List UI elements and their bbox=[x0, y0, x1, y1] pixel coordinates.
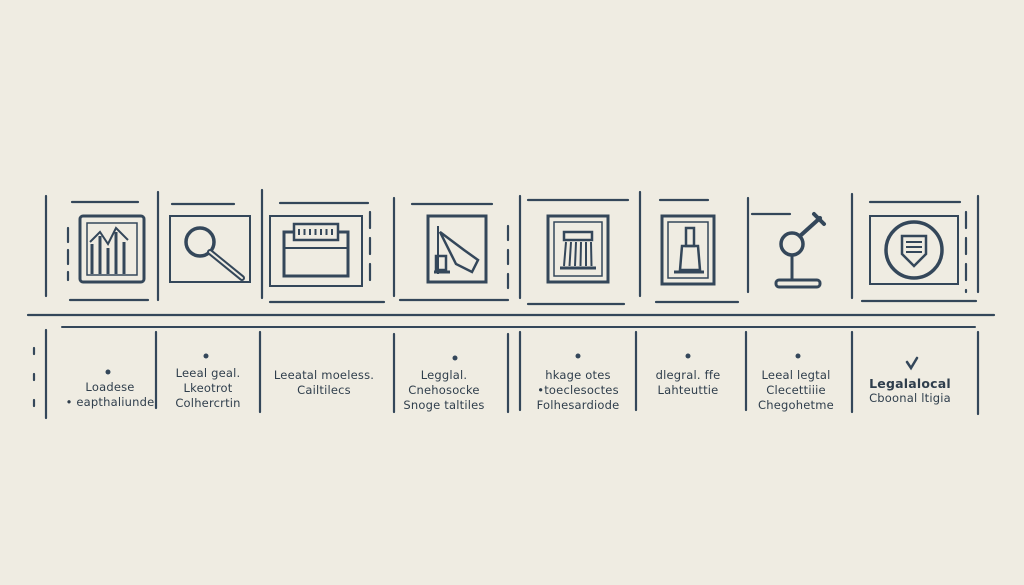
document-badge-icon bbox=[869, 215, 959, 285]
step-label-line: Folhesardiode bbox=[536, 398, 620, 412]
step-marker-dot bbox=[795, 353, 801, 359]
gavel-block-icon bbox=[660, 214, 716, 286]
step-marker-dot bbox=[575, 353, 581, 359]
scale-hand-icon bbox=[426, 214, 488, 284]
step-label-line: Legglal. bbox=[420, 368, 468, 382]
step-label-line: Cboonal ltigia bbox=[869, 391, 951, 405]
step-marker-dot bbox=[105, 369, 111, 375]
step-label: Leeatal moeless.Cailtilecs bbox=[274, 368, 374, 398]
step-label-line: Loadese bbox=[85, 380, 135, 394]
step-label-line: Legalalocal bbox=[869, 376, 951, 391]
step-label-line: Cailtilecs bbox=[297, 383, 351, 397]
step-label-line: Leeal geal. bbox=[175, 366, 241, 380]
step-marker-dot bbox=[685, 353, 691, 359]
step-label-line: Snoge taltiles bbox=[403, 398, 485, 412]
keyboard-icon bbox=[269, 215, 363, 287]
bar-chart-icon bbox=[78, 214, 146, 284]
step-marker-dot bbox=[203, 353, 209, 359]
step-label-line: Clecettiiie bbox=[766, 383, 826, 397]
step-label-line: • eapthaliunde bbox=[65, 395, 155, 409]
step-label-line: •toeclesoctes bbox=[537, 383, 619, 397]
step-label-line: Lkeotrot bbox=[183, 381, 233, 395]
step-label-line: Colhercrtin bbox=[175, 396, 241, 410]
step-label: Loadese• eapthaliunde bbox=[66, 380, 155, 410]
step-label-line: Cnehosocke bbox=[408, 383, 480, 397]
step-label-line: Chegohetme bbox=[758, 398, 834, 412]
step-label-line: Leeal legtal bbox=[761, 368, 831, 382]
step-marker-dot bbox=[452, 355, 458, 361]
step-label-line: hkage otes bbox=[545, 368, 611, 382]
step-label-line: dlegral. ffe bbox=[655, 368, 721, 382]
gavel-stand-icon bbox=[774, 212, 826, 289]
check-icon bbox=[905, 356, 919, 371]
magnifying-glass-icon bbox=[169, 215, 251, 283]
step-label-line: Leeatal moeless. bbox=[273, 368, 375, 382]
step-label-line: Lahteuttie bbox=[657, 383, 719, 397]
courthouse-icon bbox=[546, 214, 610, 284]
